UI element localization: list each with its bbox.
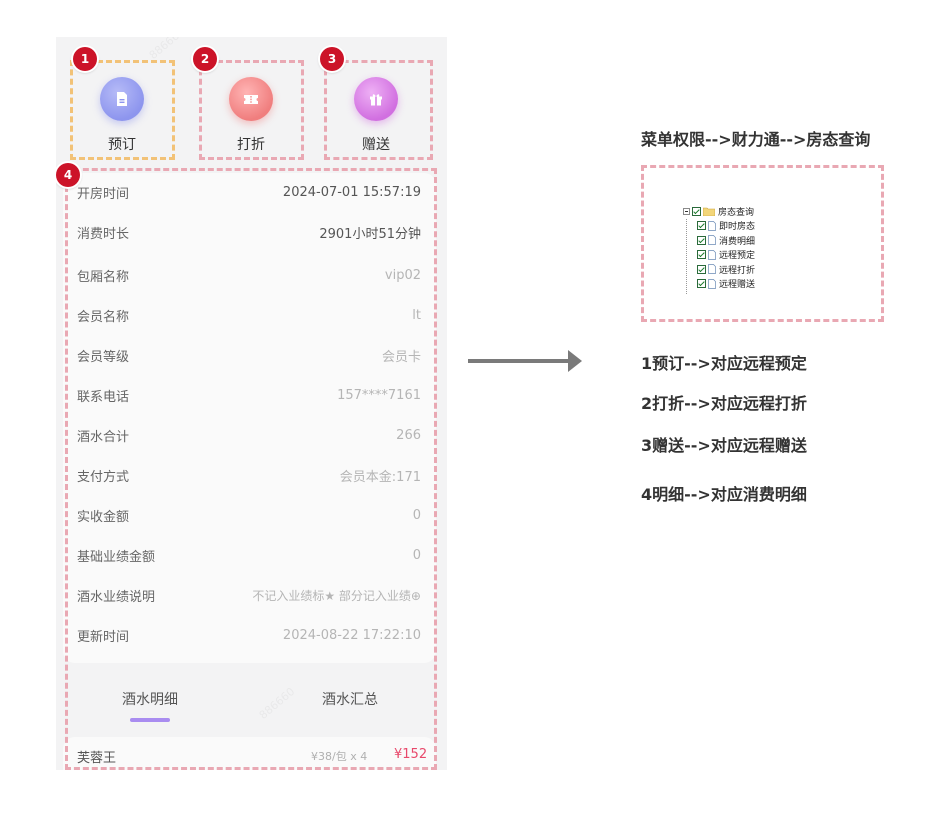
highlight-box-3: [324, 60, 433, 160]
file-icon: [708, 249, 716, 260]
checkbox-checked[interactable]: [697, 264, 706, 274]
permission-tree: 房态查询 即时房态 消费明细 远程预定 远程打折 远程赠送: [683, 204, 755, 291]
highlight-box-2: [199, 60, 304, 160]
tree-node-label: 远程打折: [719, 265, 756, 276]
document-icon: [100, 77, 144, 121]
file-icon: [708, 235, 716, 246]
detail-value: 0: [412, 547, 421, 563]
detail-label: 包厢名称: [77, 269, 130, 285]
tree-node-item[interactable]: 远程赠送: [683, 277, 755, 292]
detail-row: 消费时长 2901小时51分钟: [77, 222, 421, 242]
watermark-text: 886660: [147, 37, 188, 62]
item-qty: ¥38/包 x 4: [311, 750, 368, 763]
detail-label: 酒水合计: [77, 429, 130, 445]
detail-value: 2024-08-22 17:22:10: [282, 627, 421, 643]
file-icon: [708, 278, 716, 289]
booking-button[interactable]: 预订: [70, 60, 174, 160]
detail-row: 支付方式 会员本金:171: [77, 465, 421, 485]
badge-2: 2: [193, 47, 217, 71]
list-item[interactable]: 芙蓉王 ¥38/包 x 4 ¥152: [63, 737, 436, 770]
tree-node-label: 远程赠送: [719, 280, 756, 291]
tab-drink-detail[interactable]: 酒水明细: [122, 692, 178, 708]
phone-screenshot: 886660 886660 886660 886660 886660 88666…: [56, 37, 447, 770]
detail-row: 包厢名称 vip02: [77, 265, 421, 285]
checkbox-checked[interactable]: [692, 206, 701, 216]
detail-row: 酒水业绩说明 不记入业绩标★ 部分记入业绩⊕: [77, 585, 421, 605]
detail-row: 更新时间 2024-08-22 17:22:10: [77, 625, 421, 645]
gift-label: 赠送: [362, 137, 390, 153]
tree-node-root[interactable]: 房态查询: [683, 204, 755, 219]
checkbox-checked[interactable]: [697, 221, 706, 231]
gift-button[interactable]: 赠送: [324, 60, 428, 160]
tree-node-item[interactable]: 远程预定: [683, 248, 755, 263]
badge-4: 4: [56, 163, 80, 187]
detail-label: 实收金额: [77, 509, 130, 525]
permission-path-title: 菜单权限-->财力通-->房态查询: [641, 130, 871, 149]
checkbox-checked[interactable]: [697, 250, 706, 260]
tree-node-item[interactable]: 远程打折: [683, 262, 755, 277]
detail-value: 2901小时51分钟: [319, 226, 421, 242]
detail-value: 会员本金:171: [339, 469, 421, 485]
detail-row: 会员名称 lt: [77, 305, 421, 325]
highlight-box-4: [65, 168, 437, 770]
detail-value: 266: [396, 427, 421, 443]
folder-icon: [703, 207, 715, 216]
detail-label: 支付方式: [77, 469, 130, 485]
highlight-box-1: [70, 60, 175, 160]
detail-value: lt: [412, 307, 421, 323]
detail-label: 酒水业绩说明: [77, 589, 156, 605]
checkbox-checked[interactable]: [697, 279, 706, 289]
detail-row: 会员等级 会员卡: [77, 345, 421, 365]
booking-label: 预订: [108, 137, 136, 153]
file-icon: [708, 220, 716, 231]
detail-row: 开房时间 2024-07-01 15:57:19: [77, 182, 421, 202]
permission-tree-box: 房态查询 即时房态 消费明细 远程预定 远程打折 远程赠送: [641, 165, 884, 322]
detail-row: 基础业绩金额 0: [77, 545, 421, 565]
detail-label: 联系电话: [77, 389, 130, 405]
item-price: ¥152: [394, 747, 428, 762]
detail-row: 联系电话 157****7161: [77, 385, 421, 405]
order-detail-card: 开房时间 2024-07-01 15:57:19 消费时长 2901小时51分钟 包…: [63, 173, 436, 663]
detail-label: 消费时长: [77, 226, 130, 242]
badge-3: 3: [320, 47, 344, 71]
mapping-note-2: 2打折-->对应远程打折: [641, 394, 807, 413]
tree-node-label: 即时房态: [719, 222, 756, 233]
detail-value: 2024-07-01 15:57:19: [282, 184, 421, 200]
detail-row: 酒水合计 266: [77, 425, 421, 445]
detail-value: vip02: [384, 267, 421, 283]
mapping-note-3: 3赠送-->对应远程赠送: [641, 436, 807, 455]
mapping-note-4: 4明细-->对应消费明细: [641, 485, 807, 504]
collapse-icon[interactable]: [683, 207, 690, 215]
active-tab-indicator: [130, 718, 170, 722]
detail-value: 不记入业绩标★ 部分记入业绩⊕: [252, 588, 421, 603]
ticket-icon: [229, 77, 273, 121]
detail-row: 实收金额 0: [77, 505, 421, 525]
tree-node-label: 房态查询: [718, 207, 755, 218]
item-name: 芙蓉王: [77, 751, 117, 766]
badge-1: 1: [73, 47, 97, 71]
checkbox-checked[interactable]: [697, 235, 706, 245]
tab-drink-summary[interactable]: 酒水汇总: [322, 692, 378, 708]
tree-node-item[interactable]: 即时房态: [683, 219, 755, 234]
discount-label: 打折: [237, 137, 265, 153]
tree-node-label: 远程预定: [719, 251, 756, 262]
detail-value: 0: [412, 507, 421, 523]
gift-icon: [354, 77, 398, 121]
detail-value: 会员卡: [381, 349, 421, 365]
detail-label: 会员等级: [77, 349, 130, 365]
tree-node-label: 消费明细: [719, 236, 756, 247]
tree-guide-line: [686, 219, 687, 294]
arrow-right-icon: [468, 350, 582, 372]
discount-button[interactable]: 打折: [199, 60, 303, 160]
detail-label: 基础业绩金额: [77, 549, 156, 565]
tree-node-item[interactable]: 消费明细: [683, 233, 755, 248]
detail-value: 157****7161: [337, 387, 421, 403]
file-icon: [708, 264, 716, 275]
detail-label: 更新时间: [77, 629, 130, 645]
detail-label: 会员名称: [77, 309, 130, 325]
tab-bar: 酒水明细 酒水汇总: [56, 677, 447, 725]
mapping-note-1: 1预订-->对应远程预定: [641, 354, 807, 373]
detail-label: 开房时间: [77, 186, 130, 202]
